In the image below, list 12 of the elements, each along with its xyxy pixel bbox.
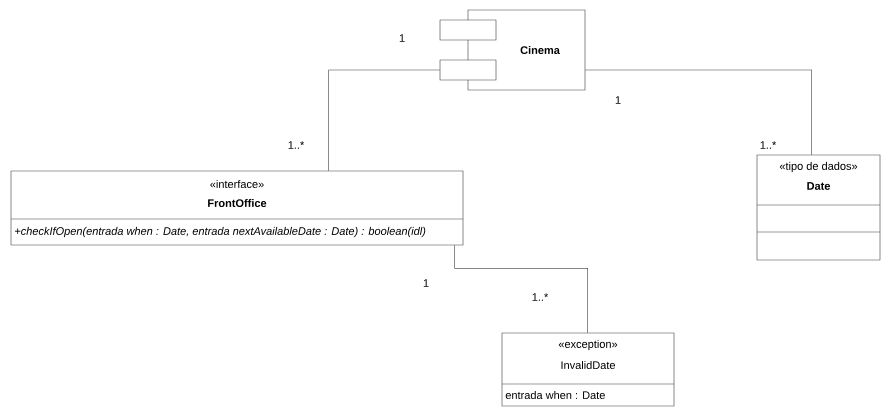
- class-box: «exception» InvalidDate entrada when : Date: [502, 332, 674, 406]
- class-box: «interface» FrontOffice +checkIfOpen(entrada when : Date, entrada nextAvailableDate : Date) : boolean(idl): [10, 170, 464, 246]
- association-line: [585, 70, 812, 155]
- multiplicity-label: 1: [400, 34, 405, 42]
- multiplicity-label: 1: [424, 279, 429, 287]
- component-box: Cinema: [440, 10, 586, 90]
- multiplicity-label: 1..*: [288, 141, 304, 149]
- multiplicity-label: 1: [616, 96, 621, 104]
- class-box: «tipo de dados» Date: [756, 154, 880, 260]
- multiplicity-label: 1..*: [532, 293, 548, 301]
- association-line: [454, 245, 588, 333]
- association-line: [328, 70, 440, 171]
